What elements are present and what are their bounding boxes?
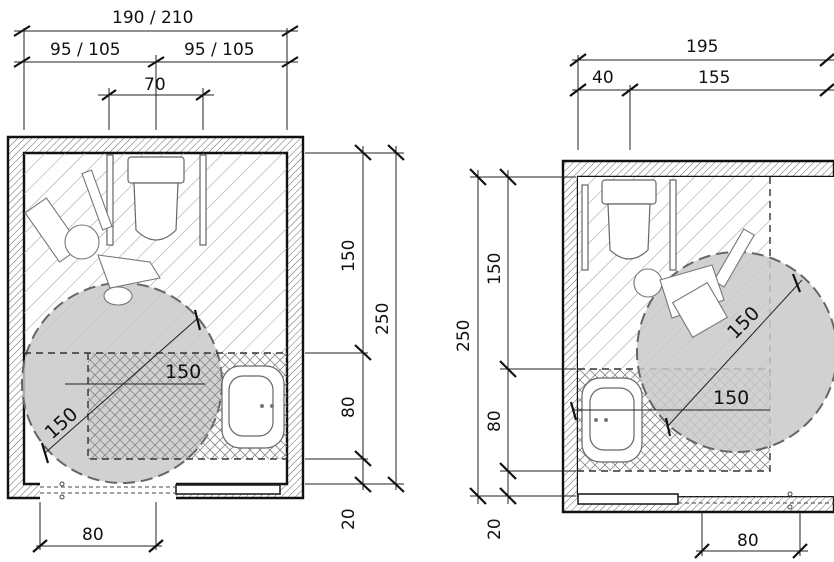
left-side-dimensions: 150 80 250 20 <box>305 144 405 530</box>
left-door-width-label: 80 <box>82 525 104 545</box>
right-depth-bottom-label: 80 <box>485 410 505 432</box>
right-depth-top-label: 150 <box>485 253 505 285</box>
right-depth-total-label: 250 <box>454 320 474 352</box>
right-door <box>577 491 834 510</box>
right-plan: 150 150 195 40 155 <box>454 37 834 559</box>
right-offset-left-label: 40 <box>592 68 614 88</box>
right-wheelchair-user <box>633 228 755 339</box>
left-plan: 150 150 190 / 210 95 / 105 95 / 105 70 <box>6 8 405 553</box>
right-width-right-label: 155 <box>698 68 730 88</box>
right-side-dimensions: 150 80 250 20 <box>454 168 576 540</box>
left-door-dimension: 80 <box>32 502 164 553</box>
left-wall-bottom-label: 20 <box>339 508 359 530</box>
right-grab-rail-2 <box>669 179 677 271</box>
left-toilet <box>127 156 185 241</box>
right-wall-bottom-label: 20 <box>485 518 505 540</box>
left-depth-bottom-label: 80 <box>339 396 359 418</box>
left-grab-rail-1 <box>106 154 114 246</box>
right-washbasin <box>581 377 643 463</box>
right-top-dimensions: 195 40 155 <box>569 37 834 150</box>
left-half-width-right-label: 95 / 105 <box>184 40 255 60</box>
left-door <box>40 481 281 500</box>
right-toilet <box>601 179 657 260</box>
right-door-width-label: 80 <box>737 531 759 551</box>
right-turning-diag-line <box>666 279 803 428</box>
left-turning-horizontal-label: 150 <box>165 361 201 383</box>
left-top-dimensions: 190 / 210 95 / 105 95 / 105 70 <box>13 8 299 130</box>
right-grab-rail-1 <box>581 184 589 271</box>
left-washbasin <box>221 365 285 449</box>
left-grab-rail-2 <box>199 154 207 246</box>
left-depth-total-label: 250 <box>373 303 393 335</box>
right-overall-width-label: 195 <box>686 37 718 57</box>
right-door-dimension: 80 <box>694 512 808 559</box>
left-depth-top-label: 150 <box>339 240 359 272</box>
left-wheelchair-user <box>24 169 161 306</box>
right-turning-horizontal-label: 150 <box>713 387 749 409</box>
left-overall-width-label: 190 / 210 <box>112 8 193 28</box>
left-dashed-zones <box>24 352 287 460</box>
left-turning-diag-line <box>44 317 199 454</box>
left-rail-spacing-label: 70 <box>144 75 166 95</box>
left-half-width-left-label: 95 / 105 <box>50 40 121 60</box>
